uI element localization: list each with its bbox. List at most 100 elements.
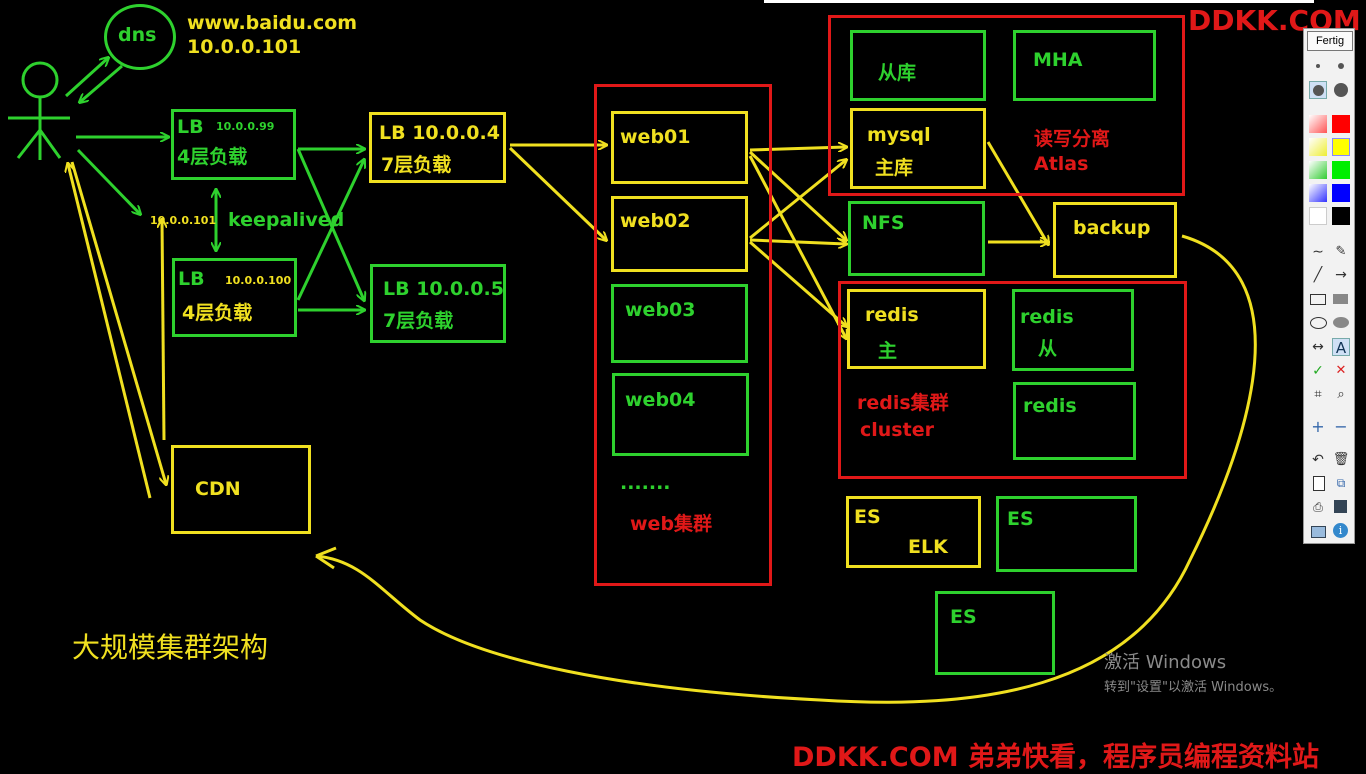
web03-label: web03 [625,299,696,321]
zoom-icon[interactable]: ⌕ [1337,387,1345,402]
filled-rectangle-tool-icon[interactable] [1332,290,1350,308]
screen-icon[interactable] [1309,522,1327,540]
es-node1-label: ES [854,506,881,528]
mysql-master-role: 主库 [875,157,914,179]
web-cluster-frame [594,84,772,586]
atlas-label: Atlas [1034,153,1089,175]
color-light-blue-icon[interactable] [1309,184,1327,202]
es-node3-label: ES [950,606,977,628]
backup-box [1053,202,1177,278]
ellipse-tool-icon[interactable] [1309,314,1327,332]
redis-master-role: 主 [878,340,898,362]
lb4-bottom-desc: 4层负载 [182,302,253,324]
arrow-tool-icon[interactable]: → [1335,267,1347,283]
lb4-bottom-ip: 10.0.0.100 [225,274,292,287]
print-icon[interactable]: ⎙ [1313,500,1323,514]
mha-label: MHA [1033,49,1083,71]
nfs-box [848,201,985,276]
checkmark-icon[interactable]: ✓ [1312,363,1324,379]
activation-line2: 转到"设置"以激活 Windows。 [1104,680,1283,695]
backup-label: backup [1073,217,1151,239]
color-black-icon[interactable] [1332,207,1350,225]
undo-icon[interactable]: ↶ [1312,452,1324,468]
brand-bottom: DDKK.COM 弟弟快看，程序员编程资料站 [792,742,1319,773]
copy-icon[interactable]: ⧉ [1336,476,1346,490]
double-arrow-tool-icon[interactable]: ↔ [1312,339,1324,355]
redis-master-box [847,289,986,369]
color-blue-icon[interactable] [1332,184,1350,202]
color-green-icon[interactable] [1332,161,1350,179]
color-light-red-icon[interactable] [1309,115,1327,133]
lb7-bottom-title: LB 10.0.0.5 [383,278,504,300]
vip-ip: 10.0.0.101 [150,214,217,227]
web-cluster-label: web集群 [630,513,713,535]
redis-slave-role: 从 [1038,338,1058,360]
dns-label: dns [118,24,157,46]
cdn-box [171,445,311,534]
text-tool-icon[interactable]: A [1332,338,1350,357]
web03-box [611,284,748,363]
cross-mark-icon[interactable]: ✕ [1335,363,1347,378]
highlighter-icon[interactable]: ✎ [1335,244,1347,259]
dns-domain: www.baidu.com [187,12,358,34]
dns-ip: 10.0.0.101 [187,36,302,58]
save-icon[interactable] [1332,498,1350,516]
color-yellow-icon[interactable] [1332,138,1350,156]
crop-select-icon[interactable]: ⌗ [1314,387,1322,402]
plus-icon[interactable]: + [1311,417,1325,436]
cdn-label: CDN [195,478,241,500]
redis-cluster-frame [838,281,1187,479]
redis-slave-name: redis [1020,306,1074,328]
color-red-icon[interactable] [1332,115,1350,133]
web04-box [612,373,749,456]
info-icon[interactable]: i [1332,522,1350,540]
minus-icon[interactable]: − [1334,417,1348,436]
color-light-green-icon[interactable] [1309,161,1327,179]
rw-split-label: 读写分离 [1034,128,1111,150]
pen-size-large-icon[interactable] [1309,81,1327,99]
lb7-bottom-desc: 7层负载 [383,310,454,332]
trash-icon[interactable]: 🗑 [1332,452,1350,467]
mysql-master-box [850,108,986,189]
web01-label: web01 [620,126,691,148]
es-node2-label: ES [1007,508,1034,530]
mysql-group-frame [828,15,1185,196]
freehand-pen-icon[interactable]: ∼ [1312,244,1324,260]
redis-third-box [1013,382,1136,460]
top-edge-bar [764,0,1314,3]
es-elk-box [846,496,981,568]
lb4-bottom-box [172,258,297,337]
lb7-top-title: LB 10.0.0.4 [379,122,500,144]
user-stick-figure [8,61,70,160]
pen-size-medium-icon[interactable] [1332,57,1350,75]
mysql-master-name: mysql [867,124,931,146]
drawing-toolbar: Fertig ∼ ✎ ╱ → ↔ A ✓ ✕ ⌗ ⌕ + − ↶ 🗑 ⧉ ⎙ i [1303,28,1355,544]
rectangle-tool-icon[interactable] [1309,290,1327,308]
lb4-top-title: LB [177,116,204,138]
filled-ellipse-tool-icon[interactable] [1332,314,1350,332]
lb4-top-box [171,109,296,180]
color-light-yellow-icon[interactable] [1309,138,1327,156]
es-node2-box [996,496,1137,572]
redis-slave-box [1012,289,1134,371]
mysql-slave-label: 从库 [878,62,917,84]
web-ellipsis: ....... [620,472,671,494]
redis-master-name: redis [865,304,919,326]
web01-box [611,111,748,184]
pen-size-small-icon[interactable] [1309,57,1327,75]
redis-cluster-word: cluster [860,419,934,441]
activation-line1: 激活 Windows [1104,652,1227,673]
dns-node [104,4,176,70]
color-white-icon[interactable] [1309,207,1327,225]
mha-box [1013,30,1156,101]
pen-size-xlarge-icon[interactable] [1332,81,1350,99]
done-button[interactable]: Fertig [1307,31,1353,51]
diagram-title: 大规模集群架构 [72,631,269,664]
web04-label: web04 [625,389,696,411]
redis-third-name: redis [1023,395,1077,417]
lb7-top-box [369,112,506,183]
new-page-icon[interactable] [1309,474,1327,492]
mysql-slave-box [850,30,986,101]
line-tool-icon[interactable]: ╱ [1313,267,1323,283]
lb4-bottom-title: LB [178,268,205,290]
